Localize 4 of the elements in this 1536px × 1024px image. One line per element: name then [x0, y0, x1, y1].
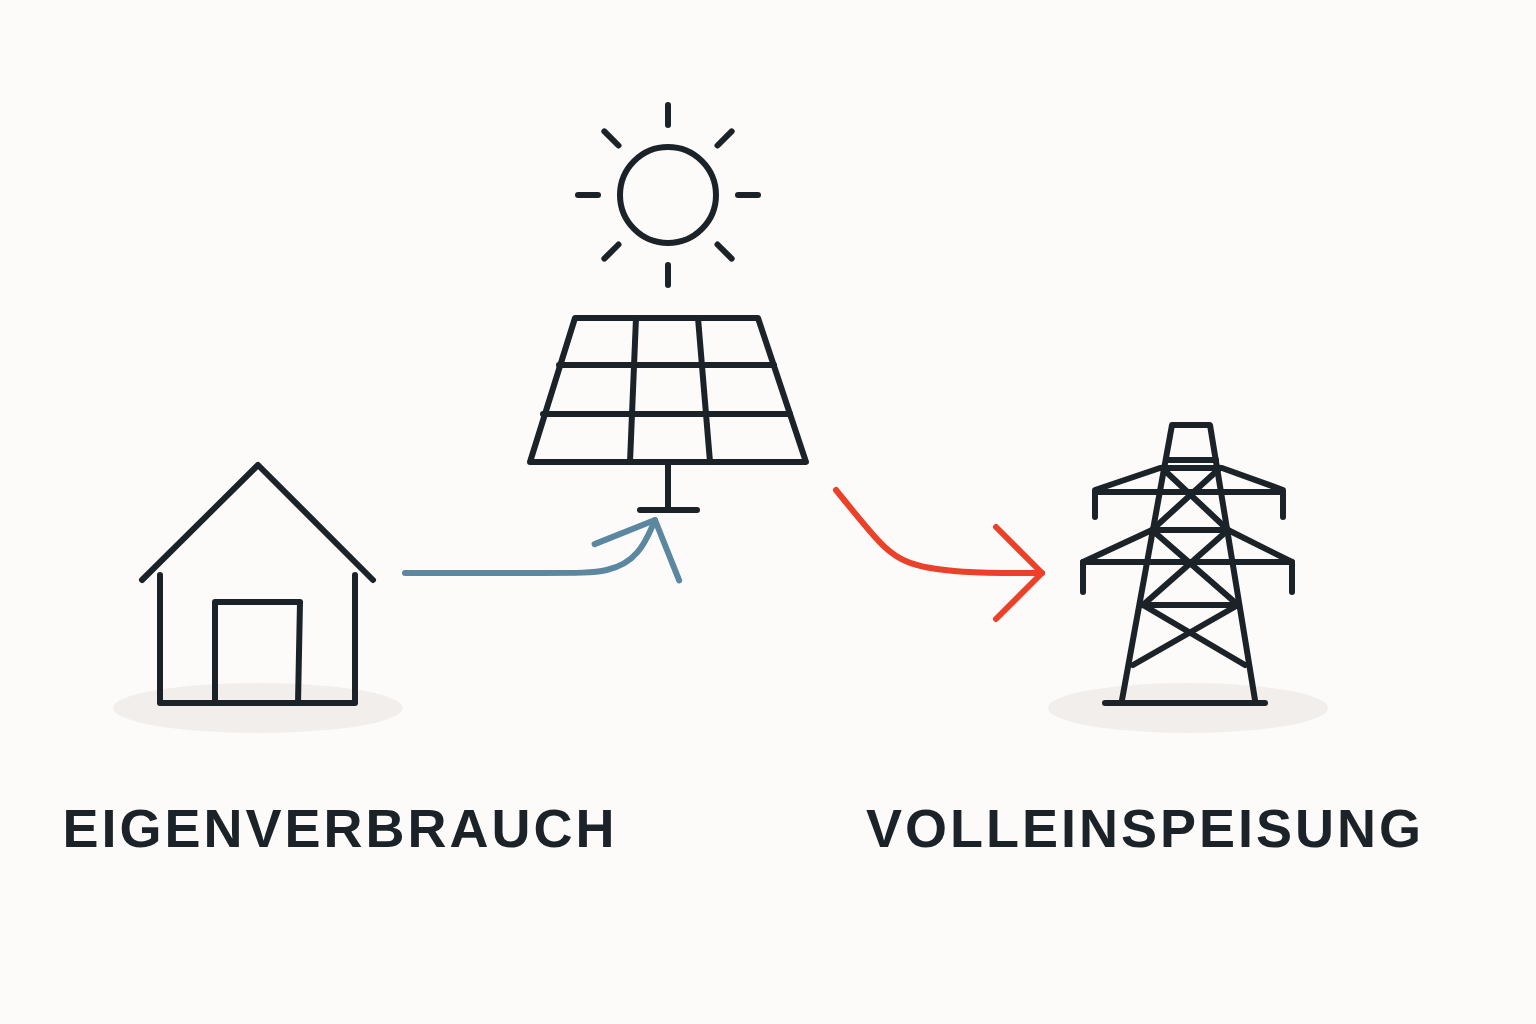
node-label: EIGENVERBRAUCH	[61, 798, 619, 858]
node-label: VOLLEINSPEISUNG	[864, 798, 1426, 858]
arrow	[833, 487, 1045, 622]
arrow	[402, 517, 683, 584]
